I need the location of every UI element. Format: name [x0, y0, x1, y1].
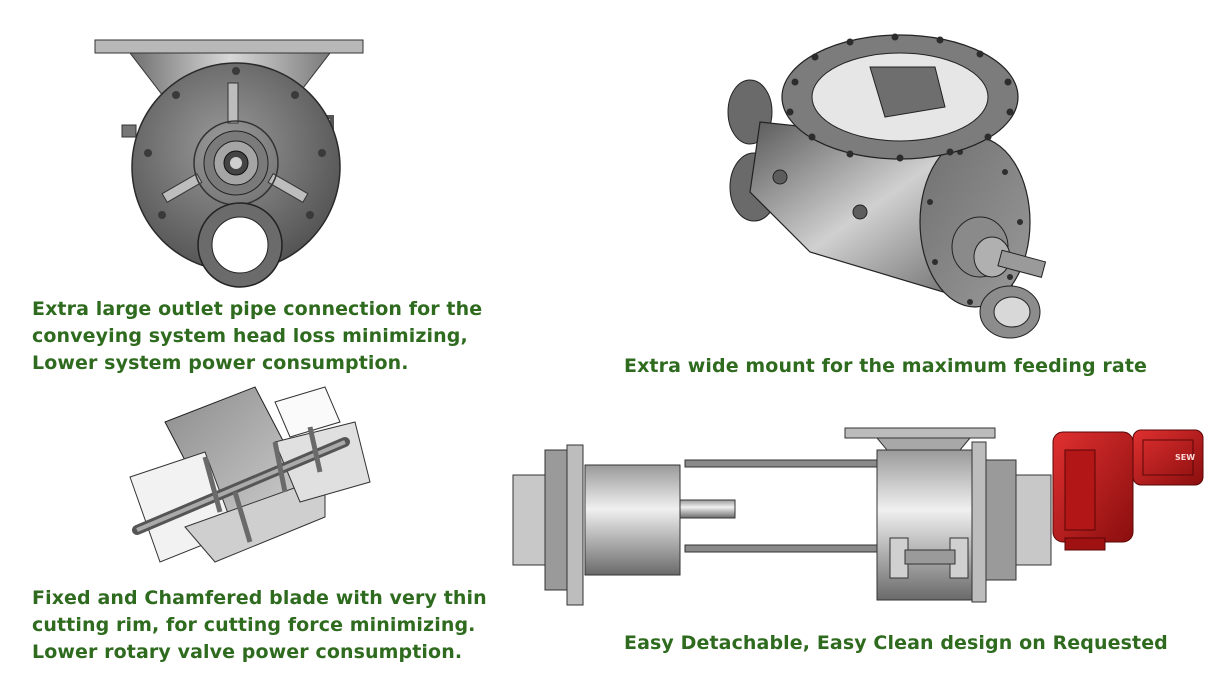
isometric-view-drawing [720, 12, 1060, 352]
outlet-caption-line-2: conveying system head loss minimizing, [32, 325, 468, 347]
blade-caption-line-2: cutting rim, for cutting force minimizin… [32, 614, 476, 636]
blade-caption: Fixed and Chamfered blade with very thin… [32, 585, 487, 666]
detachable-caption: Easy Detachable, Easy Clean design on Re… [624, 630, 1168, 657]
rotor-blade-drawing [125, 382, 375, 572]
detachable-assembly-drawing [505, 420, 1210, 615]
motor-badge: SEW [1175, 453, 1196, 462]
outlet-caption: Extra large outlet pipe connection for t… [32, 296, 482, 377]
blade-caption-line-1: Fixed and Chamfered blade with very thin [32, 587, 487, 609]
front-view-drawing [90, 35, 380, 290]
detachable-caption-line-1: Easy Detachable, Easy Clean design on Re… [624, 632, 1168, 654]
mount-caption-line-1: Extra wide mount for the maximum feeding… [624, 355, 1147, 377]
mount-caption: Extra wide mount for the maximum feeding… [624, 353, 1147, 380]
blade-caption-line-3: Lower rotary valve power consumption. [32, 641, 463, 663]
outlet-caption-line-3: Lower system power consumption. [32, 352, 409, 374]
outlet-caption-line-1: Extra large outlet pipe connection for t… [32, 298, 483, 320]
